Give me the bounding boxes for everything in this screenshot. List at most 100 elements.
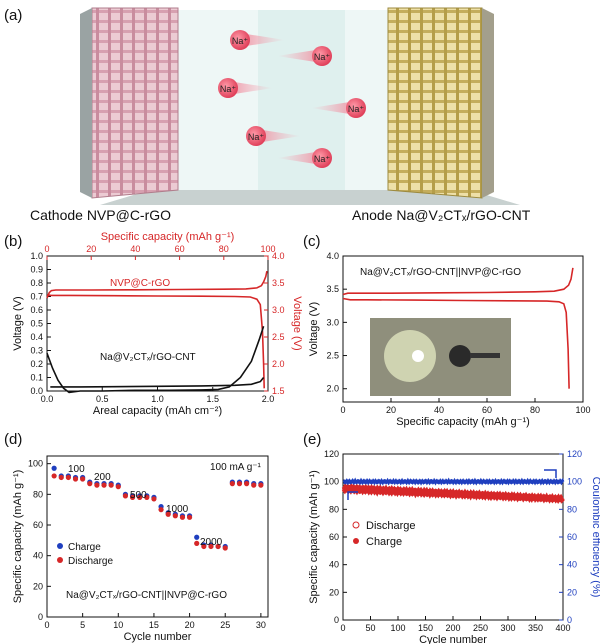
point-discharge xyxy=(158,507,164,513)
ion-ball xyxy=(246,126,266,146)
x-axis-label: Specific capacity (mAh g⁻¹) xyxy=(396,416,530,428)
panel-a: (a) Na⁺Na⁺Na⁺Na⁺Na⁺Na⁺ Cathode NVP@C-rGO… xyxy=(4,7,531,223)
ion-label: Na⁺ xyxy=(314,154,331,164)
y-tick-label: 0.8 xyxy=(30,278,43,288)
legend-marker-discharge xyxy=(352,521,360,529)
chart-label: (e) xyxy=(303,431,321,448)
point-discharge xyxy=(229,481,235,487)
right-y-axis-label: Coulombic efficiency (%) xyxy=(590,477,600,598)
rate-label: 200 xyxy=(94,472,111,483)
right-y-tick-label: 4.0 xyxy=(272,251,285,261)
legend-text-discharge: Discharge xyxy=(366,520,416,532)
y-tick-label: 80 xyxy=(33,489,43,499)
point-discharge xyxy=(94,482,100,488)
y-tick-label: 20 xyxy=(33,581,43,591)
y-tick-label: 0.6 xyxy=(30,305,43,315)
x-tick-label: 100 xyxy=(390,623,405,633)
right-y-tick-label: 40 xyxy=(567,560,577,570)
x-tick-label: 80 xyxy=(530,405,540,415)
point-discharge xyxy=(165,511,171,517)
series-line-1 xyxy=(342,297,570,389)
plot-frame xyxy=(46,255,269,392)
arrow-right-axis xyxy=(544,469,557,478)
y-tick-label: 100 xyxy=(324,477,339,487)
point-discharge xyxy=(115,484,121,490)
top-x-axis-label: Specific capacity (mAh g⁻¹) xyxy=(101,231,235,243)
ion-label: Na⁺ xyxy=(232,36,249,46)
ion-trail xyxy=(277,151,322,165)
y-tick-label: 0.1 xyxy=(30,373,43,383)
y-tick-label: 3.0 xyxy=(326,317,339,327)
y-tick-label: 120 xyxy=(324,449,339,459)
point-discharge xyxy=(251,482,257,488)
ion-label: Na⁺ xyxy=(314,52,331,62)
y-tick-label: 0.2 xyxy=(30,359,43,369)
x-tick-label: 60 xyxy=(482,405,492,415)
y-tick-label: 2.0 xyxy=(326,384,339,394)
cathode-label: Cathode NVP@C-rGO xyxy=(30,207,171,223)
ion-trail xyxy=(240,33,285,47)
y-tick-label: 40 xyxy=(33,551,43,561)
x-tick-label: 0 xyxy=(340,623,345,633)
y-tick-label: 4.0 xyxy=(326,251,339,261)
y-tick-label: 1.0 xyxy=(30,251,43,261)
right-y-tick-label: 80 xyxy=(567,504,577,514)
y-tick-label: 60 xyxy=(329,532,339,542)
annotation-anode: Na@V₂CTₓ/rGO-CNT xyxy=(100,352,196,363)
y-axis-label: Voltage (V) xyxy=(12,296,24,350)
rate-label: 500 xyxy=(130,490,147,501)
y-tick-label: 80 xyxy=(329,504,339,514)
point-discharge xyxy=(137,494,143,500)
led-photo-inset xyxy=(370,318,511,396)
ion-ball xyxy=(312,148,332,168)
y-tick-label: 0.9 xyxy=(30,265,43,275)
right-y-tick-label: 2.0 xyxy=(272,359,285,369)
x-tick-label: 100 xyxy=(575,405,590,415)
annotation-fullcell: Na@V₂CTₓ/rGO-CNT||NVP@C-rGO xyxy=(66,590,227,601)
electrolyte-back xyxy=(178,10,420,190)
right-y-tick-label: 3.5 xyxy=(272,278,285,288)
annotation-cathode: NVP@C-rGO xyxy=(110,278,170,289)
arrow-left-axis xyxy=(347,491,358,500)
point-discharge xyxy=(108,482,114,488)
y-tick-label: 40 xyxy=(329,560,339,570)
ion-trail xyxy=(277,49,322,63)
legend-marker-charge xyxy=(57,543,63,549)
y-tick-label: 60 xyxy=(33,520,43,530)
rate-label: 2000 xyxy=(200,537,223,548)
right-y-tick-label: 60 xyxy=(567,532,577,542)
cathode-block xyxy=(91,7,179,199)
x-tick-label: 1.5 xyxy=(206,394,219,404)
legend-marker-charge xyxy=(353,538,359,544)
x-tick-label: 0.0 xyxy=(41,394,54,404)
x-tick-label: 400 xyxy=(555,623,570,633)
x-tick-label: 1.0 xyxy=(151,394,164,404)
rate-label: 1000 xyxy=(166,504,189,515)
sodium-ion-3: Na⁺ xyxy=(277,46,332,66)
right-y-tick-label: 1.5 xyxy=(272,386,285,396)
y-tick-label: 20 xyxy=(329,587,339,597)
x-tick-label: 300 xyxy=(500,623,515,633)
ion-label: Na⁺ xyxy=(348,104,365,114)
point-discharge xyxy=(172,513,178,519)
y-axis-label: Voltage (V) xyxy=(308,302,320,356)
point-discharge xyxy=(222,545,228,551)
rate-label: 100 mA g⁻¹ xyxy=(210,462,262,473)
legend-marker-discharge xyxy=(57,557,63,563)
plot-frame xyxy=(46,455,269,618)
chart-label: (c) xyxy=(303,233,321,250)
x-tick-label: 0 xyxy=(340,405,345,415)
ion-trail xyxy=(228,81,273,95)
y-tick-label: 0.5 xyxy=(30,319,43,329)
point-discharge xyxy=(186,514,193,520)
top-x-tick-label: 60 xyxy=(175,244,185,254)
series-line-3 xyxy=(50,376,265,388)
point-discharge xyxy=(236,481,243,487)
plot-frame xyxy=(342,255,584,403)
chart-label: (d) xyxy=(4,431,22,448)
point-discharge xyxy=(80,476,86,482)
x-tick-label: 25 xyxy=(220,620,230,630)
x-tick-label: 350 xyxy=(528,623,543,633)
series-line-1 xyxy=(46,294,265,389)
